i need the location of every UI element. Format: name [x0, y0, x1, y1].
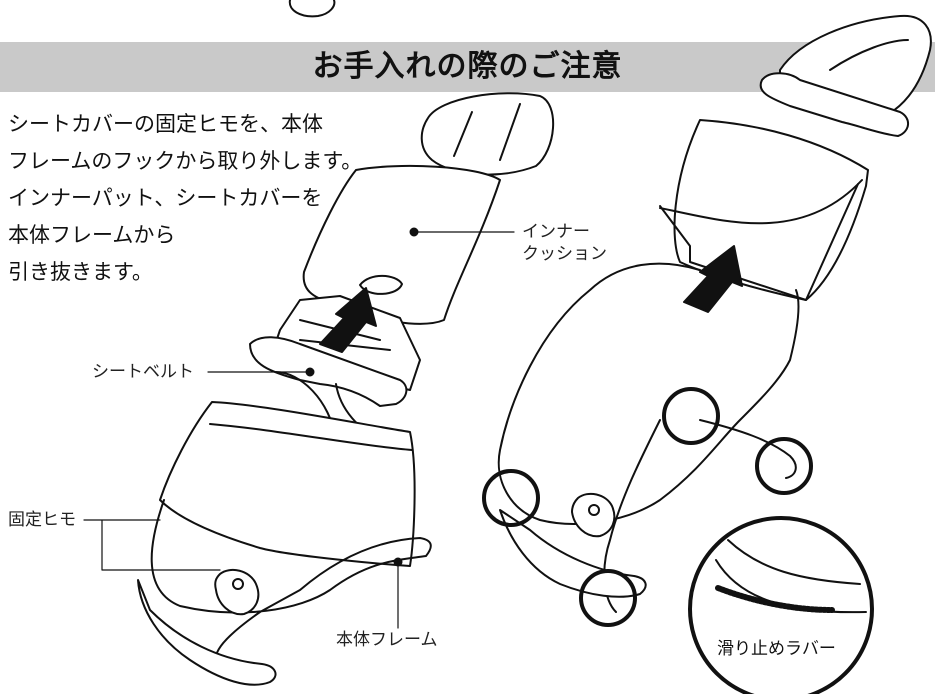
right-frame-wire — [497, 262, 800, 525]
right-bouncer — [497, 14, 932, 613]
cover-collar — [759, 72, 909, 137]
frame-bolt — [232, 578, 244, 590]
instruction-line: 引き抜きます。 — [8, 260, 153, 284]
strap-leader-line — [83, 519, 221, 571]
previous-illustration-fragment — [288, 0, 336, 18]
headrest-seams — [453, 103, 521, 161]
section-title: お手入れの際のご注意 — [312, 49, 623, 84]
seat-belt — [249, 336, 408, 407]
right-frame-leg — [699, 419, 797, 479]
seat-belt-label: シートベルト — [92, 362, 194, 382]
right-frame-bolt — [588, 504, 600, 516]
rubber-highlight-circle — [579, 569, 637, 627]
rubber-highlight-circle — [755, 437, 813, 495]
base-foot-right — [499, 509, 647, 598]
headrest-seam — [829, 39, 909, 71]
instruction-text: シートカバーの固定ヒモを、本体 フレームのフックから取り外します。 インナーパッ… — [8, 106, 398, 291]
main-frame-label: 本体フレーム — [336, 630, 438, 650]
cover-hem-upper — [659, 179, 863, 225]
frame-hinge — [214, 568, 260, 616]
instruction-line: シートカバーの固定ヒモを、本体 — [8, 112, 323, 136]
anti-slip-rubber-texture — [715, 585, 835, 613]
up-arrow-right — [683, 245, 743, 313]
instruction-line: インナーパット、シートカバーを — [8, 186, 323, 210]
rubber-highlight-circle — [662, 387, 720, 445]
seat-cover-lower — [159, 401, 416, 567]
fixing-strap-label: 固定ヒモ — [8, 510, 76, 530]
up-arrow-left — [319, 287, 377, 353]
inner-cushion-label-1: インナー — [522, 222, 590, 242]
anti-slip-rubber-label: 滑り止めラバー — [717, 639, 836, 659]
left-bouncer — [137, 92, 554, 686]
instruction-line: 本体フレームから — [8, 223, 176, 247]
cushion-belt-slot — [359, 274, 403, 295]
inner-cushion-headrest — [420, 92, 554, 176]
rubber-detail-magnifier — [688, 516, 874, 694]
detail-frame-edge — [727, 539, 861, 585]
inner-cushion-label-2: クッション — [522, 244, 607, 264]
inner-cushion — [302, 164, 501, 325]
rubber-highlight-circle — [482, 469, 540, 527]
seat-cover-hem — [209, 423, 413, 451]
base-foot-left — [137, 579, 277, 686]
instruction-line: フレームのフックから取り外します。 — [8, 149, 363, 173]
cover-outline — [659, 183, 859, 301]
